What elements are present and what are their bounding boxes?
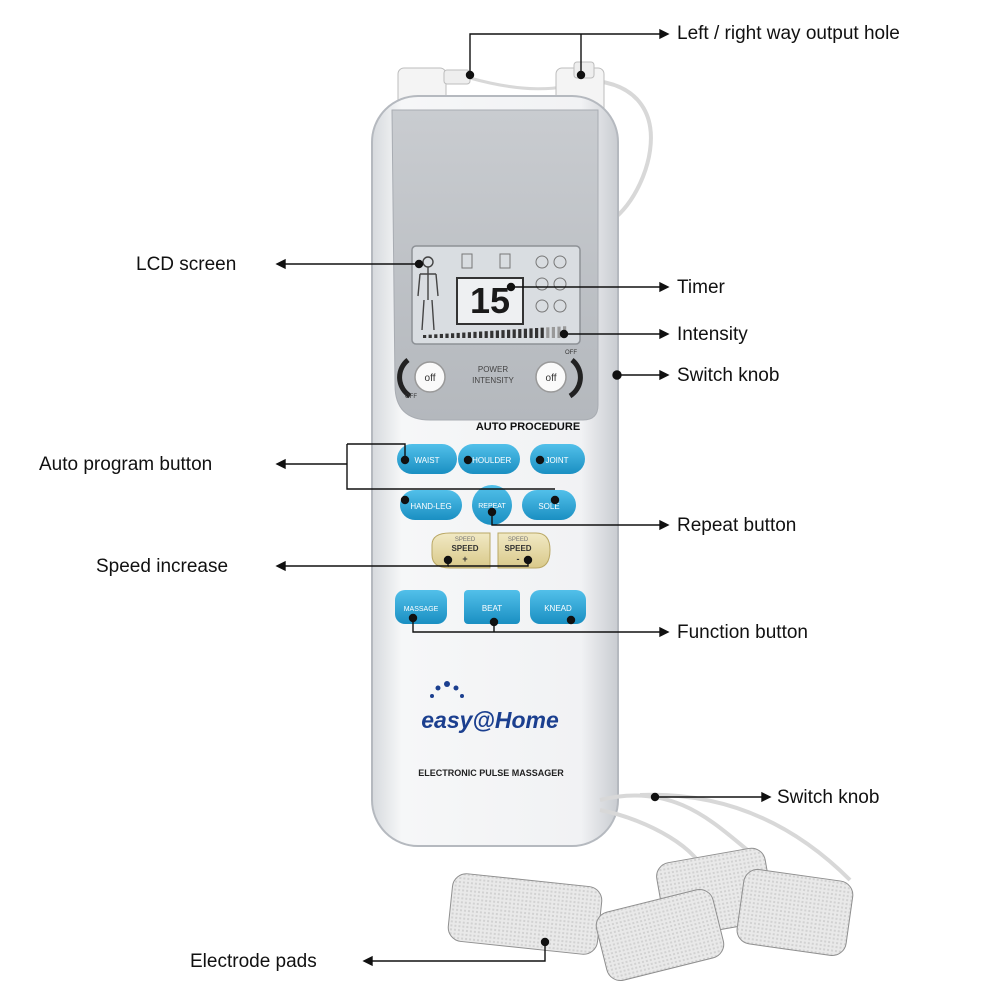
intensity-segment	[551, 326, 555, 338]
speed-down-label: SPEED	[504, 544, 531, 553]
callout-electrode-pads: Electrode pads	[190, 951, 317, 972]
intensity-segment	[535, 328, 539, 338]
auto-procedure-title: AUTO PROCEDURE	[476, 421, 580, 433]
speed-down-top-label: SPEED	[508, 537, 529, 543]
electrode-pads	[447, 847, 854, 982]
speed-plus-label: +	[462, 554, 467, 564]
intensity-label: INTENSITY	[472, 376, 514, 385]
power-label: POWER	[478, 365, 508, 374]
callout-switch-knob-bottom: Switch knob	[777, 787, 880, 808]
speed-minus-label: -	[517, 554, 520, 564]
speed-decrease-button	[497, 532, 551, 569]
hand-leg-button	[400, 490, 462, 520]
left-off-label: OFF	[405, 394, 417, 400]
repeat-label: REPEAT	[478, 503, 506, 510]
beat-label: BEAT	[482, 604, 502, 613]
intensity-segment	[428, 334, 432, 338]
knead-button	[530, 590, 586, 624]
intensity-segment	[490, 330, 494, 338]
massage-button	[395, 590, 447, 624]
hand-leg-label: HAND-LEG	[410, 502, 451, 511]
intensity-segment	[456, 332, 460, 338]
right-knob-label: off	[546, 373, 557, 384]
shoulder-label: SHOULDER	[467, 456, 512, 465]
product-name: ELECTRONIC PULSE MASSAGER	[418, 768, 564, 778]
joint-label: JOINT	[545, 456, 568, 465]
brand-logo: easy@Home	[421, 707, 559, 733]
left-switch-knob	[397, 358, 446, 399]
callout-intensity: Intensity	[677, 324, 748, 345]
left-knob-label: off	[425, 373, 436, 384]
intensity-segment	[445, 333, 449, 338]
callout-switch-knob-top: Switch knob	[677, 365, 780, 386]
intensity-segment	[467, 332, 471, 338]
mode-icons	[461, 253, 567, 313]
right-off-label: OFF	[565, 350, 577, 356]
massage-label: MASSAGE	[404, 606, 439, 613]
intensity-segment	[557, 326, 561, 338]
speed-up-top-label: SPEED	[455, 537, 476, 543]
repeat-button	[472, 485, 512, 525]
intensity-segment	[512, 329, 516, 338]
intensity-segment	[451, 333, 455, 338]
intensity-segment	[479, 331, 483, 338]
intensity-segment	[546, 327, 550, 338]
callout-function: Function button	[677, 622, 808, 643]
body-figure-icon	[417, 256, 439, 331]
intensity-segment	[462, 332, 466, 338]
right-switch-knob	[535, 358, 583, 399]
splash-logo-icon	[430, 681, 464, 698]
callout-output-hole: Left / right way output hole	[677, 23, 900, 44]
beat-button	[464, 590, 520, 624]
waist-button	[397, 444, 457, 474]
intensity-segment	[423, 335, 427, 338]
callout-auto-program: Auto program button	[39, 454, 213, 475]
joint-button	[530, 444, 585, 474]
intensity-segment	[501, 330, 505, 338]
intensity-segment	[529, 328, 533, 338]
intensity-segment	[434, 334, 438, 338]
intensity-segment	[518, 329, 522, 338]
waist-label: WAIST	[414, 456, 439, 465]
callout-repeat: Repeat button	[677, 515, 797, 536]
callout-timer: Timer	[677, 277, 725, 298]
callout-speed-increase: Speed increase	[96, 556, 229, 577]
callout-leaders	[275, 28, 772, 967]
knead-label: KNEAD	[544, 604, 572, 613]
speed-up-label: SPEED	[451, 544, 478, 553]
sole-button	[522, 490, 576, 520]
bottom-cable-1	[599, 793, 762, 862]
intensity-segment	[484, 331, 488, 338]
intensity-segment	[523, 328, 527, 338]
shoulder-button	[458, 444, 520, 474]
intensity-segment	[507, 329, 511, 338]
timer-value: 15	[470, 280, 510, 321]
intensity-segment	[540, 327, 544, 338]
callout-lcd-screen: LCD screen	[136, 254, 237, 275]
intensity-segment	[495, 330, 499, 338]
intensity-segment	[473, 331, 477, 338]
intensity-segment	[439, 333, 443, 338]
sole-label: SOLE	[538, 502, 559, 511]
